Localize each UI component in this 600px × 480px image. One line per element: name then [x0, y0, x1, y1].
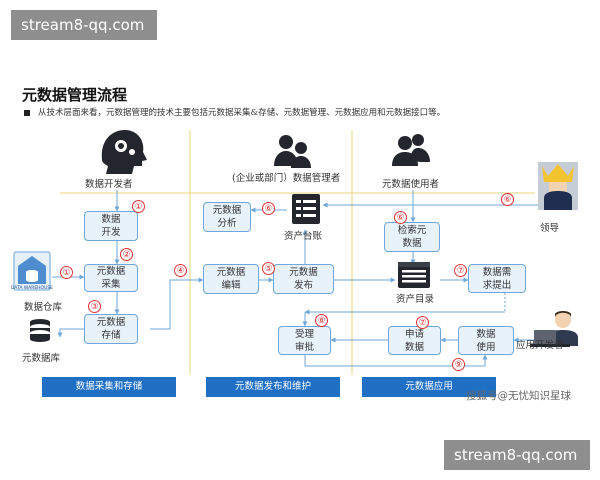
bullet-icon — [24, 110, 30, 116]
asset-ledger-label: 资产台账 — [284, 231, 323, 242]
page-title: 元数据管理流程 — [22, 86, 128, 104]
data-warehouse-icon: DATA WAREHOUSE — [11, 251, 53, 291]
developer-head-icon — [101, 130, 147, 174]
manager-label: (企业或部门）数据管理者 — [232, 173, 341, 184]
step-7-badge: ⑦ — [454, 264, 467, 277]
asset-catalog-label: 资产目录 — [396, 294, 435, 305]
node-meta-collect[interactable]: 元数据 采集 — [84, 264, 138, 292]
node-meta-edit[interactable]: 元数据 编辑 — [203, 264, 259, 294]
source-credit: 搜狐号@无忧知识星球 — [466, 390, 571, 402]
node-label: 元数据 存储 — [96, 317, 126, 341]
node-meta-publish[interactable]: 元数据 发布 — [273, 264, 334, 294]
step-4-badge: ④ — [174, 264, 187, 277]
step-9-badge: ⑨ — [452, 358, 465, 371]
intro-text: 从技术层面来看，元数据管理的技术主要包括元数据采集&存储、元数据管理、元数据应用… — [38, 108, 446, 118]
step-6-badge: ⑥ — [262, 202, 275, 215]
step-6-badge: ⑥ — [394, 211, 407, 224]
band-collect-store: 数据采集和存储 — [42, 377, 176, 397]
band-metadata-app: 元数据应用 — [362, 377, 496, 397]
step-2-badge: ② — [120, 248, 133, 261]
node-use-data[interactable]: 数据 使用 — [458, 326, 514, 355]
metadb-caption: 元数据库 — [22, 353, 61, 364]
node-data-dev[interactable]: 数据 开发 — [84, 211, 138, 241]
node-meta-store[interactable]: 元数据 存储 — [84, 314, 138, 344]
node-label: 数据 开发 — [101, 214, 121, 238]
step-8-badge: ⑧ — [315, 314, 328, 327]
node-retrieve-meta[interactable]: 检索元 数据 — [384, 222, 440, 252]
asset-ledger-icon — [292, 194, 320, 224]
band-publish-maintain: 元数据发布和维护 — [206, 377, 340, 397]
warehouse-label: DATA WAREHOUSE — [11, 285, 53, 291]
node-label: 元数据 采集 — [96, 266, 126, 290]
step-6-badge: ⑥ — [501, 193, 514, 206]
manager-people-icon — [274, 135, 311, 168]
lane-lines — [60, 130, 535, 375]
step-1-badge: ① — [132, 200, 145, 213]
step-3-badge: ③ — [88, 300, 101, 313]
step-1-badge: ① — [60, 266, 73, 279]
node-label: 元数据 编辑 — [216, 267, 246, 291]
node-label: 数据 使用 — [476, 328, 496, 353]
app-developer-label: 应用开发者 — [516, 340, 564, 351]
node-label: 元数据 分析 — [212, 205, 242, 229]
node-label: 受理 审批 — [294, 328, 314, 353]
node-apply-data[interactable]: 申请 数据 — [388, 326, 441, 355]
leader-label: 领导 — [540, 223, 560, 234]
node-accept-review[interactable]: 受理 审批 — [278, 326, 331, 355]
user-group-icon — [392, 134, 430, 166]
watermark-bottom: stream8-qq.com — [444, 440, 590, 470]
user-label: 元数据使用者 — [382, 179, 440, 190]
node-label: 数据需 求提出 — [482, 266, 512, 291]
step-5-badge: ⑤ — [262, 262, 275, 275]
node-label: 元数据 发布 — [289, 267, 318, 291]
node-meta-analysis[interactable]: 元数据 分析 — [203, 202, 251, 232]
node-data-request[interactable]: 数据需 求提出 — [468, 264, 526, 293]
step-7-badge: ⑦ — [416, 316, 429, 329]
connectors — [52, 190, 538, 367]
developer-label: 数据开发者 — [85, 179, 133, 190]
node-label: 申请 数据 — [404, 328, 424, 353]
app-developer-icon — [530, 311, 578, 347]
asset-catalog-icon — [398, 262, 430, 288]
node-label: 检索元 数据 — [397, 225, 427, 249]
metadata-db-icon — [30, 319, 50, 342]
warehouse-caption: 数据仓库 — [24, 302, 63, 313]
leader-crown-icon — [538, 162, 578, 210]
watermark-top: stream8-qq.com — [11, 10, 157, 40]
